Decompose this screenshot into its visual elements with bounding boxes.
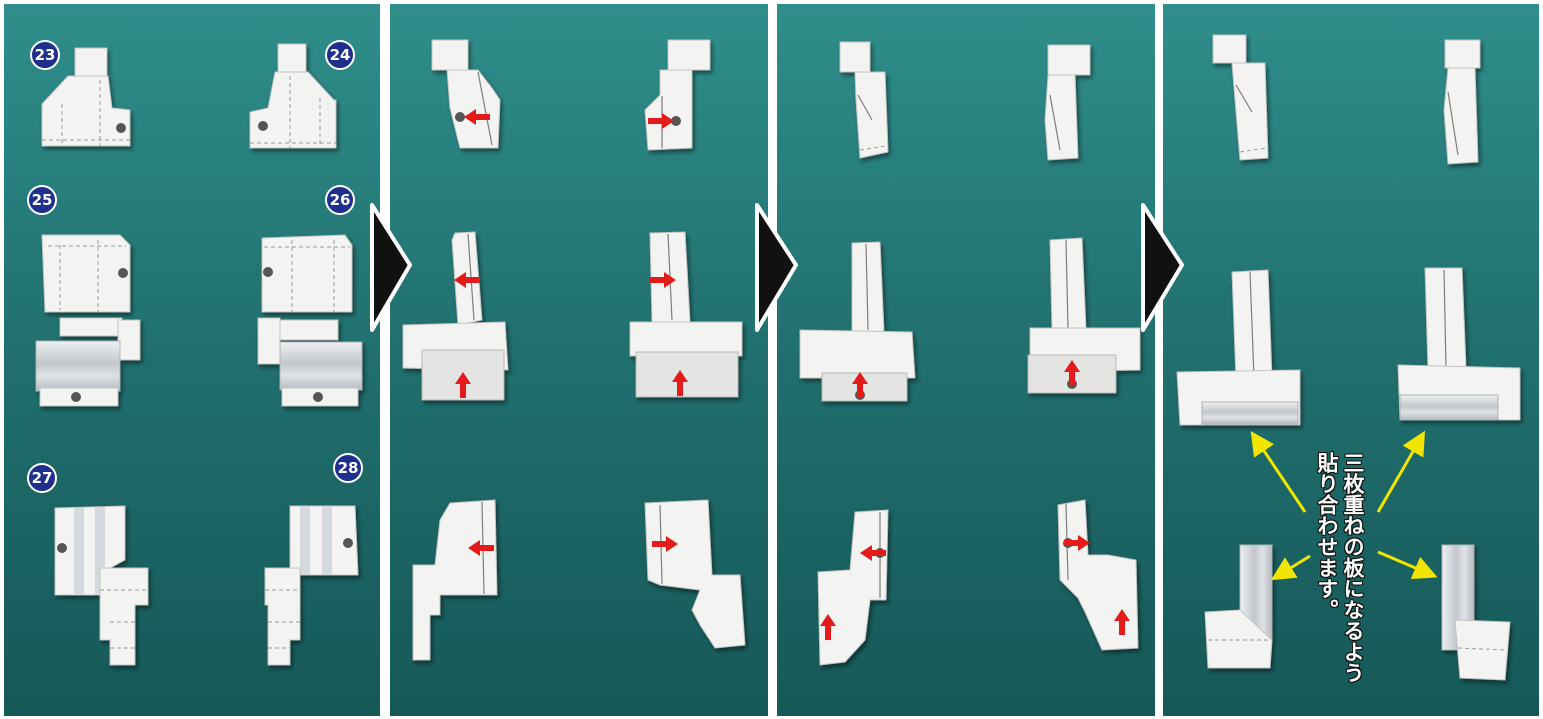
glue-mark: [57, 543, 67, 553]
glue-mark: [258, 121, 268, 131]
glue-mark: [455, 112, 465, 122]
glue-mark: [313, 392, 323, 402]
shading-stripe: [300, 507, 310, 575]
paper-tube: [280, 342, 362, 390]
badge-25: 25: [28, 186, 56, 214]
badge-23: 23: [31, 41, 59, 69]
glue-mark: [263, 267, 273, 277]
shading-stripe: [74, 508, 84, 594]
paper-piece: [855, 72, 888, 158]
paper-tab: [118, 320, 140, 360]
badge-26: 26: [326, 186, 354, 214]
instruction-line-1: 三枚重ねの板になるよう: [1340, 452, 1366, 683]
paper-piece: [42, 235, 130, 312]
badge-number: 26: [330, 191, 351, 209]
paper-tube: [36, 341, 120, 391]
badge-28: 28: [334, 454, 362, 482]
paper-tab: [840, 42, 870, 72]
badge-number: 24: [330, 46, 351, 64]
paper-tab: [1213, 35, 1246, 63]
instruction-line-2: 貼り合わせます。: [1314, 452, 1340, 683]
paper-piece: [1444, 68, 1478, 164]
paper-tab: [258, 318, 280, 364]
badge-27: 27: [28, 464, 56, 492]
paper-tube: [1202, 402, 1298, 424]
glue-mark: [116, 123, 126, 133]
glue-mark: [118, 268, 128, 278]
badge-24: 24: [326, 41, 354, 69]
paper-piece: [1045, 75, 1078, 160]
paper-tab: [75, 48, 107, 76]
shading-stripe: [322, 507, 332, 575]
paper-tab: [668, 40, 710, 70]
paper-piece: [800, 330, 915, 378]
instruction-text: 三枚重ねの板になるよう 貼り合わせます。: [1314, 452, 1366, 683]
badge-number: 27: [32, 469, 53, 487]
paper-piece: [636, 352, 738, 397]
paper-piece: [630, 322, 742, 356]
badge-number: 25: [32, 191, 53, 209]
paper-tab: [1445, 40, 1480, 68]
paper-strip: [60, 318, 122, 336]
badge-number: 23: [35, 46, 56, 64]
glue-mark: [71, 392, 81, 402]
paper-tab: [278, 44, 306, 72]
paper-tube: [1400, 395, 1498, 420]
badge-number: 28: [338, 459, 359, 477]
paper-tab: [432, 40, 468, 70]
paper-tab: [1048, 45, 1090, 75]
glue-mark: [343, 538, 353, 548]
part-24-finished: [1444, 40, 1480, 164]
